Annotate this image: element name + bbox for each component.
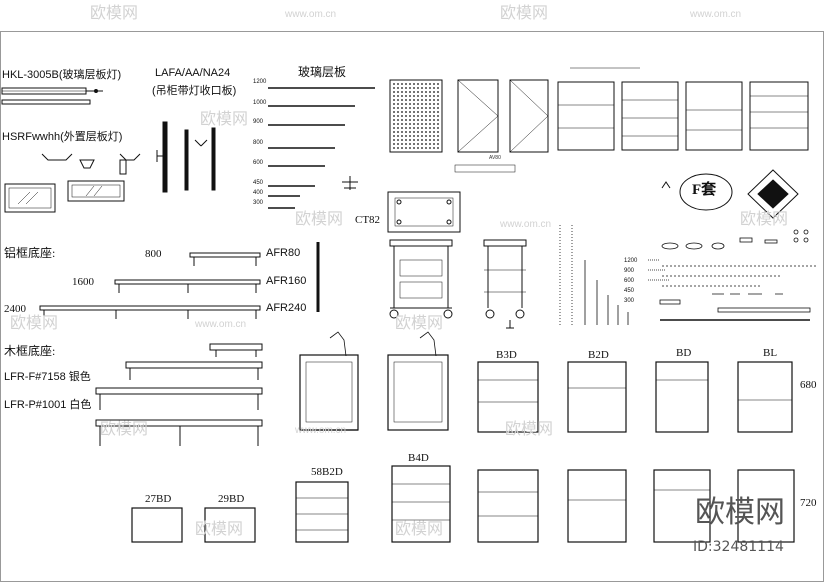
louver-panel-drawing [454, 79, 549, 173]
afr160-label: AFR160 [266, 275, 307, 287]
dimension-value: 450 [624, 288, 635, 294]
dim-1600: 1600 [72, 276, 94, 288]
height-720-label: 720 [800, 497, 817, 509]
hsrf-light-label: HSRFwwhh(外置层板灯) [2, 131, 123, 143]
glass-shelf-drawing [268, 87, 375, 209]
cabinet-row-1 [299, 331, 793, 433]
dimension-value: 300 [253, 200, 264, 206]
watermark-brand: 欧模网 [90, 5, 139, 22]
logo-symbols [661, 169, 799, 219]
ct82-label: CT82 [355, 214, 381, 226]
watermark-brand: 欧模网 [505, 421, 554, 438]
watermark-url: www.om.cn [690, 9, 742, 20]
watermark-id: ID:32481114 [693, 539, 784, 555]
drawer-organizer-drawing [557, 67, 809, 151]
wood-base-heading: 木框底座: [4, 344, 56, 358]
dim-2400: 2400 [4, 303, 26, 315]
watermark-brand: 欧模网 [500, 5, 549, 22]
dimension-value: 600 [253, 160, 264, 166]
trolley-drawing [316, 239, 527, 329]
dimension-value: 900 [624, 268, 635, 274]
cabinet-b4d-label: B4D [408, 452, 429, 464]
dimension-value: 1200 [253, 79, 267, 85]
wood-base-drawing [95, 343, 263, 446]
rack-rails-drawing [559, 225, 670, 325]
hsrf-light-drawing [4, 153, 141, 213]
lafa-label: LAFA/AA/NA24 [155, 67, 231, 79]
lfr-p-label: LFR-P#1001 白色 [4, 399, 92, 411]
lafa-sub-label: (吊柜带灯收口板) [152, 85, 237, 97]
hkl-light-drawing [1, 87, 103, 105]
watermark-url: www.om.cn [295, 425, 347, 436]
cabinet-b2d-label: B2D [588, 349, 609, 361]
cabinet-58b2d-label: 58B2D [311, 466, 343, 478]
lfr-f-label: LFR-F#7158 银色 [4, 371, 91, 383]
watermark-url: www.om.cn [500, 219, 552, 230]
hardware-parts-drawing [659, 229, 818, 321]
ct82-tray-drawing [342, 176, 461, 233]
dimension-value: 800 [253, 140, 264, 146]
dimension-value: 900 [253, 119, 264, 125]
dimension-value: 600 [624, 278, 635, 284]
watermark-url: www.om.cn [285, 9, 337, 20]
cabinet-row-2 [131, 465, 795, 543]
watermark-brand: 欧模网 [100, 421, 149, 438]
afr80-label: AFR80 [266, 247, 301, 259]
dimension-value: 400 [253, 190, 264, 196]
cabinet-bl-label: BL [763, 347, 778, 359]
cabinet-bd-label: BD [676, 347, 692, 359]
dimension-value: 1200 [624, 258, 638, 264]
watermark-brand: 欧模网 [295, 211, 344, 228]
watermark-brand: 欧模网 [195, 521, 244, 538]
f-logo-text: F套 [692, 182, 717, 198]
lafa-profile-drawing [156, 121, 216, 193]
watermark-url: www.om.cn [195, 319, 247, 330]
watermark-brand: 欧模网 [10, 315, 59, 332]
aluminium-base-drawing [39, 252, 261, 319]
watermark-logo: 欧模网 [695, 495, 785, 530]
dim-800: 800 [145, 248, 162, 260]
cabinet-29bd-label: 29BD [218, 493, 245, 505]
afr240-label: AFR240 [266, 302, 307, 314]
watermark-brand: 欧模网 [740, 211, 789, 228]
dimension-value: 1000 [253, 100, 267, 106]
aluminium-base-heading: 铝框底座: [4, 246, 56, 260]
perforation-dots [393, 83, 439, 149]
glass-shelf-label: 玻璃层板 [298, 65, 347, 79]
watermark-brand: 欧模网 [395, 521, 444, 538]
cabinet-27bd-label: 27BD [145, 493, 172, 505]
watermark-brand: 欧模网 [395, 315, 444, 332]
dimension-value: 300 [624, 298, 635, 304]
av80-label: AV80 [489, 155, 501, 161]
hkl-light-label: HKL-3005B(玻璃层板灯) [2, 69, 122, 81]
perforated-panel-drawing [389, 79, 443, 153]
dimension-value: 450 [253, 180, 264, 186]
watermark-brand: 欧模网 [200, 111, 249, 128]
cabinet-b3d-label: B3D [496, 349, 517, 361]
height-680-label: 680 [800, 379, 817, 391]
